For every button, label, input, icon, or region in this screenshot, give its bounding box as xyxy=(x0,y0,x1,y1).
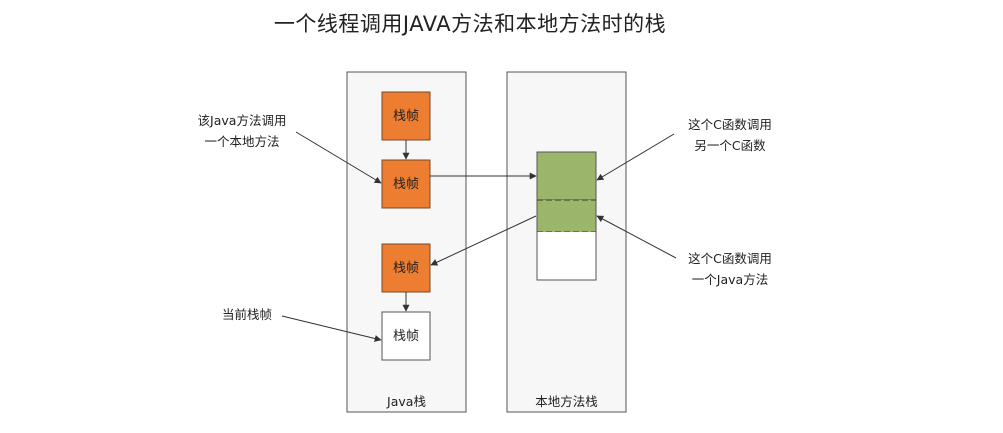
pointer-c-calls-java xyxy=(596,215,677,259)
annotation-c-calls-c: 这个C函数调用 另一个C函数 xyxy=(676,114,784,156)
native-stack-label: 本地方法栈 xyxy=(535,394,598,409)
native-frame-outline xyxy=(536,151,597,281)
native-frame-2 xyxy=(537,200,596,232)
annotation-c-calls-java-line1: 这个C函数调用 xyxy=(688,251,772,266)
pointer-c-calls-c xyxy=(596,133,675,181)
java-frame-current xyxy=(381,311,431,361)
java-stack-label: Java栈 xyxy=(386,394,426,409)
java-frame-2-label: 栈帧 xyxy=(393,177,419,192)
java-frame-1 xyxy=(381,91,431,141)
annotation-current-frame-text: 当前栈帧 xyxy=(221,307,272,322)
diagram-title: 一个线程调用JAVA方法和本地方法时的栈 xyxy=(273,12,667,36)
java-frame-1-label: 栈帧 xyxy=(393,109,419,124)
pointer-current-frame xyxy=(281,315,382,342)
annotation-c-calls-java-line2: 一个Java方法 xyxy=(691,272,769,287)
java-frame-2 xyxy=(381,159,431,209)
pointer-java-calls-native xyxy=(295,131,382,184)
annotation-java-calls-native: 该Java方法调用 一个本地方法 xyxy=(188,110,296,152)
annotation-c-calls-c-line2: 另一个C函数 xyxy=(694,138,766,153)
java-frame-3-label: 栈帧 xyxy=(393,261,419,276)
native-frame-1 xyxy=(536,151,597,201)
annotation-c-calls-java: 这个C函数调用 一个Java方法 xyxy=(676,248,784,290)
annotation-current-frame: 当前栈帧 xyxy=(214,304,280,325)
annotation-java-calls-native-line2: 一个本地方法 xyxy=(204,134,280,149)
annotation-c-calls-c-line1: 这个C函数调用 xyxy=(688,117,772,132)
annotation-java-calls-native-line1: 该Java方法调用 xyxy=(197,113,287,128)
arrow-native-to-java xyxy=(430,215,537,266)
native-frame-empty xyxy=(537,232,596,280)
java-frame-current-label: 栈帧 xyxy=(393,329,419,344)
